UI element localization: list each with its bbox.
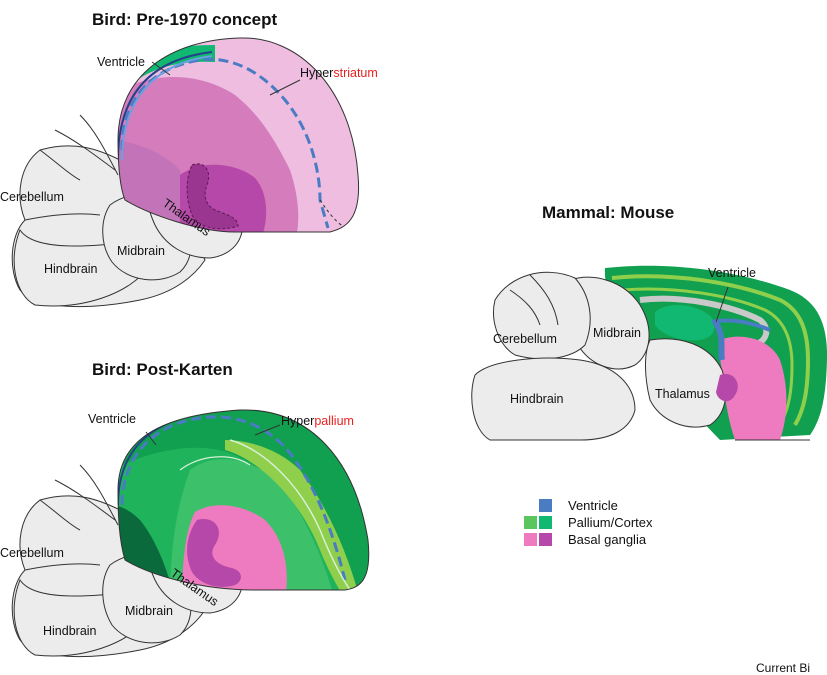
- mouse-hindbrain-label: Hindbrain: [510, 392, 564, 406]
- legend-label: Pallium/Cortex: [568, 515, 653, 530]
- mouse-ventricle-label: Ventricle: [708, 266, 756, 280]
- pre1970-hyper-suffix: striatum: [333, 66, 377, 80]
- pre1970-midbrain-label: Midbrain: [117, 244, 165, 258]
- postkarten-hyper-prefix: Hyper: [281, 414, 314, 428]
- postkarten-title: Bird: Post-Karten: [92, 360, 233, 380]
- postkarten-diagram: [12, 400, 380, 657]
- legend-item-basal-ganglia: Basal ganglia: [524, 531, 653, 548]
- postkarten-hyper-suffix: pallium: [314, 414, 354, 428]
- pre1970-hindbrain-label: Hindbrain: [44, 262, 98, 276]
- pre1970-ventricle-label: Ventricle: [97, 55, 145, 69]
- legend: Ventricle Pallium/Cortex Basal ganglia: [524, 497, 653, 548]
- pre1970-hyperstriatum-label: Hyperstriatum: [300, 66, 378, 80]
- postkarten-midbrain-label: Midbrain: [125, 604, 173, 618]
- mouse-thalamus-label: Thalamus: [655, 387, 710, 401]
- pre1970-title: Bird: Pre-1970 concept: [92, 10, 277, 30]
- mouse-midbrain-label: Midbrain: [593, 326, 641, 340]
- legend-label: Ventricle: [568, 498, 618, 513]
- mouse-title: Mammal: Mouse: [542, 203, 674, 223]
- postkarten-ventricle-label: Ventricle: [88, 412, 136, 426]
- mouse-cerebellum-label: Cerebellum: [493, 332, 557, 346]
- legend-swatch-basal-2: [539, 533, 552, 546]
- legend-swatch-pallium-1: [524, 516, 537, 529]
- postkarten-hyperpallium-label: Hyperpallium: [281, 414, 354, 428]
- pre1970-cerebellum-label: Cerebellum: [0, 190, 64, 204]
- legend-item-pallium: Pallium/Cortex: [524, 514, 653, 531]
- legend-swatch-ventricle: [539, 499, 552, 512]
- postkarten-cerebellum-label: Cerebellum: [0, 546, 64, 560]
- mouse-diagram: [472, 266, 827, 440]
- pre1970-hyper-prefix: Hyper: [300, 66, 333, 80]
- legend-swatch-basal-1: [524, 533, 537, 546]
- postkarten-hindbrain-label: Hindbrain: [43, 624, 97, 638]
- credit-text: Current Bi: [756, 661, 810, 675]
- legend-label: Basal ganglia: [568, 532, 646, 547]
- legend-swatch-pallium-2: [539, 516, 552, 529]
- legend-item-ventricle: Ventricle: [524, 497, 653, 514]
